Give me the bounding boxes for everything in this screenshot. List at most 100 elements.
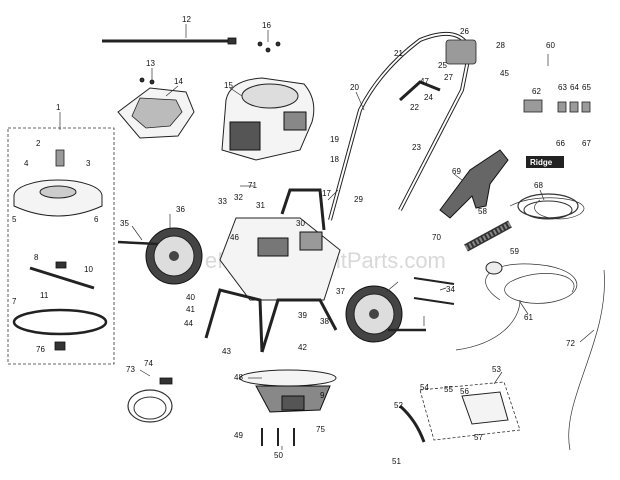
part-surface-cleaner <box>7 127 115 365</box>
callout-33: 33 <box>218 197 227 206</box>
callout-56: 56 <box>460 387 469 396</box>
callout-27: 27 <box>444 73 453 82</box>
callout-72: 72 <box>566 339 575 348</box>
callout-38: 38 <box>320 317 329 326</box>
callout-39: 39 <box>298 311 307 320</box>
part-nozzles <box>523 99 591 113</box>
callout-14: 14 <box>174 77 183 86</box>
callout-3: 3 <box>86 159 91 168</box>
callout-68: 68 <box>534 181 543 190</box>
part-pump <box>239 369 337 413</box>
logo-decal: Ridge <box>526 156 564 168</box>
part-hose-reel-coil <box>509 193 584 220</box>
callout-47: 47 <box>420 77 429 86</box>
callout-10: 10 <box>84 265 93 274</box>
part-lance-wand <box>102 37 237 45</box>
part-handle <box>328 32 477 221</box>
callout-2: 2 <box>36 139 41 148</box>
callout-26: 26 <box>460 27 469 36</box>
part-axles <box>117 240 455 332</box>
callout-63: 63 <box>558 83 567 92</box>
callout-36: 36 <box>176 205 185 214</box>
callout-53: 53 <box>492 365 501 374</box>
callout-69: 69 <box>452 167 461 176</box>
callout-55: 55 <box>444 385 453 394</box>
callout-65: 65 <box>582 83 591 92</box>
callout-73: 73 <box>126 365 135 374</box>
callout-51: 51 <box>392 457 401 466</box>
part-engine-cover <box>117 87 195 139</box>
callout-28: 28 <box>496 41 505 50</box>
callout-16: 16 <box>262 21 271 30</box>
part-pump-bolts <box>261 428 295 446</box>
callout-19: 19 <box>330 135 339 144</box>
part-siphon-hose-73 <box>127 377 173 423</box>
callout-7: 7 <box>12 297 17 306</box>
callout-32: 32 <box>234 193 243 202</box>
callout-30: 30 <box>296 219 305 228</box>
callout-61: 61 <box>524 313 533 322</box>
callout-12: 12 <box>182 15 191 24</box>
part-hose-coil-61 <box>455 263 578 351</box>
callout-8: 8 <box>34 253 39 262</box>
part-hose-72 <box>568 269 605 451</box>
callout-22: 22 <box>410 103 419 112</box>
callout-11: 11 <box>40 291 49 300</box>
callout-17: 17 <box>322 189 331 198</box>
callout-18: 18 <box>330 155 339 164</box>
callout-41: 41 <box>186 305 195 314</box>
callout-59: 59 <box>510 247 519 256</box>
callout-66: 66 <box>556 139 565 148</box>
leader-lines <box>59 24 595 450</box>
callout-23: 23 <box>412 143 421 152</box>
callout-71: 71 <box>248 181 257 190</box>
callout-76: 76 <box>36 345 45 354</box>
callout-34: 34 <box>446 285 455 294</box>
callout-48: 48 <box>234 373 243 382</box>
part-cover-screws <box>139 77 155 85</box>
callout-62: 62 <box>532 87 541 96</box>
callout-5: 5 <box>12 215 17 224</box>
callout-58: 58 <box>478 207 487 216</box>
callout-1: 1 <box>56 103 61 112</box>
part-cart-frame <box>204 188 341 353</box>
callout-60: 60 <box>546 41 555 50</box>
callout-40: 40 <box>186 293 195 302</box>
callout-29: 29 <box>354 195 363 204</box>
callout-52: 52 <box>394 401 403 410</box>
callout-21: 21 <box>394 49 403 58</box>
callout-42: 42 <box>298 343 307 352</box>
callout-64: 64 <box>570 83 579 92</box>
callout-44: 44 <box>184 319 193 328</box>
callout-31: 31 <box>256 201 265 210</box>
callout-43: 43 <box>222 347 231 356</box>
part-engine <box>221 77 315 161</box>
callout-70: 70 <box>432 233 441 242</box>
part-screws-top <box>257 41 281 53</box>
callout-24: 24 <box>424 93 433 102</box>
callout-4: 4 <box>24 159 29 168</box>
callout-50: 50 <box>274 451 283 460</box>
part-wheel-left <box>145 227 203 285</box>
callout-35: 35 <box>120 219 129 228</box>
part-spray-gun <box>439 149 509 219</box>
part-filter-59 <box>485 261 503 275</box>
callout-67: 67 <box>582 139 591 148</box>
part-hose-58 <box>464 220 512 252</box>
callout-6: 6 <box>94 215 99 224</box>
callout-49: 49 <box>234 431 243 440</box>
callout-20: 20 <box>350 83 359 92</box>
callout-54: 54 <box>420 383 429 392</box>
part-bracket-assembly <box>399 381 521 443</box>
callout-75: 75 <box>316 425 325 434</box>
callout-37: 37 <box>336 287 345 296</box>
callout-74: 74 <box>144 359 153 368</box>
callout-15: 15 <box>224 81 233 90</box>
callout-13: 13 <box>146 59 155 68</box>
callout-25: 25 <box>438 61 447 70</box>
callout-9: 9 <box>320 391 325 400</box>
part-wheel-right <box>345 285 403 343</box>
callout-45: 45 <box>500 69 509 78</box>
